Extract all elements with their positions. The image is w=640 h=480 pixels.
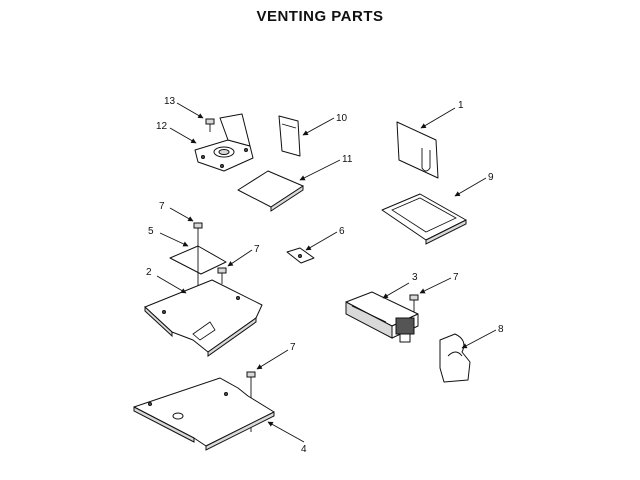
callout-11: 11	[299, 154, 353, 181]
callout-13: 13	[164, 96, 204, 119]
callout-13-label: 13	[164, 96, 176, 107]
callout-5: 5	[148, 226, 189, 247]
part-13-screw[interactable]	[205, 118, 215, 132]
part-8-bracket[interactable]	[439, 333, 471, 383]
callout-3-label: 3	[412, 272, 418, 283]
callout-4: 4	[267, 421, 307, 455]
part-1-vent-plate[interactable]	[396, 121, 439, 179]
callout-11-label: 11	[342, 154, 353, 165]
part-10-plate[interactable]	[278, 115, 301, 157]
part-6-bracket[interactable]	[286, 247, 315, 264]
callout-2-label: 2	[146, 267, 152, 278]
callout-8-label: 8	[498, 324, 504, 335]
part-9-frame[interactable]	[381, 193, 467, 245]
callout-8: 8	[461, 324, 504, 349]
callout-2: 2	[146, 267, 187, 294]
callout-1: 1	[420, 100, 464, 129]
callout-6: 6	[305, 226, 345, 251]
callout-7b-label: 7	[254, 244, 260, 255]
callout-7c-label: 7	[453, 272, 459, 283]
callout-5-label: 5	[148, 226, 154, 237]
part-7-screw-b[interactable]	[217, 267, 227, 284]
callout-9-label: 9	[488, 172, 494, 183]
part-11-duct-panel[interactable]	[237, 170, 304, 212]
callout-7d-label: 7	[290, 342, 296, 353]
part-4-lower-plate[interactable]	[133, 377, 275, 451]
callout-10-label: 10	[336, 113, 348, 124]
callout-6-label: 6	[339, 226, 345, 237]
callout-7a-label: 7	[159, 201, 165, 212]
callout-4-label: 4	[301, 444, 307, 455]
diagram-title: VENTING PARTS	[256, 8, 384, 25]
callout-1-label: 1	[458, 100, 464, 111]
part-3-vent-motor[interactable]	[345, 291, 419, 343]
callout-7b: 7	[227, 244, 260, 267]
callout-12: 12	[156, 121, 197, 144]
callout-3: 3	[382, 272, 418, 299]
callout-9: 9	[454, 172, 494, 197]
callout-7a: 7	[159, 201, 194, 222]
callout-7d: 7	[256, 342, 296, 370]
callout-7c: 7	[419, 272, 459, 294]
part-2-upper-plate[interactable]	[144, 279, 263, 357]
callout-12-label: 12	[156, 121, 168, 132]
part-7-screw-c[interactable]	[409, 294, 419, 312]
callout-10: 10	[302, 113, 348, 136]
part-12-vent-bracket[interactable]	[194, 113, 254, 172]
